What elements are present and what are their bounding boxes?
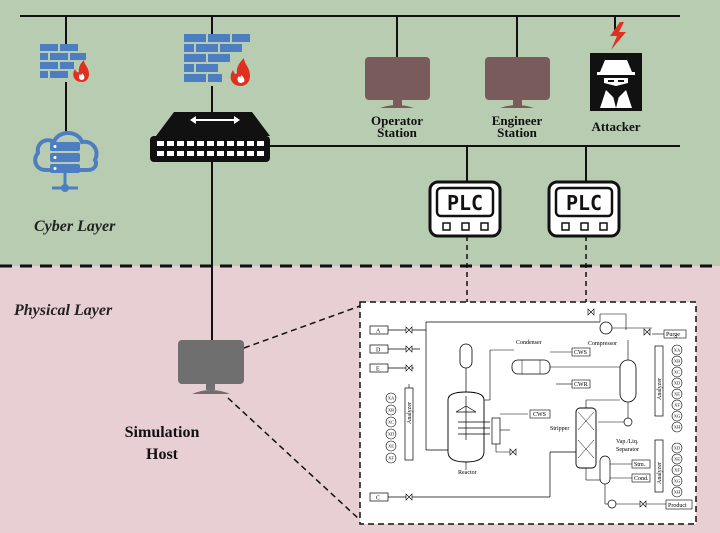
lightning-icon: [610, 22, 626, 50]
xmeas-left: [385, 392, 397, 464]
engineer-station-label: Engineer Station: [491, 113, 543, 140]
svg-text:XA: XA: [674, 348, 681, 353]
svg-text:XD: XD: [388, 432, 395, 437]
svg-text:CWS: CWS: [533, 412, 546, 418]
svg-text:XF: XF: [388, 456, 394, 461]
flame-icon: [73, 60, 89, 82]
svg-text:Compressor: Compressor: [588, 341, 617, 347]
svg-text:Vap./Liq.: Vap./Liq.: [616, 439, 639, 445]
plc-icon: [428, 180, 502, 238]
operator-station-label: Operator Station: [371, 113, 423, 140]
svg-text:D: D: [376, 348, 381, 354]
svg-text:XH: XH: [674, 425, 681, 430]
svg-text:XF: XF: [674, 468, 680, 473]
svg-text:XE: XE: [674, 457, 680, 462]
svg-text:Analyzer: Analyzer: [407, 402, 413, 424]
plc-label: PLC: [447, 191, 483, 215]
svg-text:XF: XF: [674, 403, 680, 408]
hacker-icon: [590, 53, 642, 111]
svg-text:CWR: CWR: [574, 382, 588, 388]
svg-text:Purge: Purge: [666, 332, 680, 338]
svg-text:CWS: CWS: [574, 350, 587, 356]
plc-icon: [547, 180, 621, 238]
firewall-icon: [184, 34, 250, 82]
svg-text:XD: XD: [674, 446, 681, 451]
monitor-icon: [178, 340, 244, 394]
attacker-label: Attacker: [591, 119, 641, 134]
svg-text:XE: XE: [674, 392, 680, 397]
monitor-icon: [365, 57, 430, 108]
svg-text:Stm.: Stm.: [634, 462, 646, 468]
cyber-layer-label: Cyber Layer: [34, 218, 116, 235]
svg-text:A: A: [376, 329, 381, 335]
svg-text:Separator: Separator: [616, 447, 639, 453]
svg-text:Stripper: Stripper: [550, 426, 569, 432]
svg-text:XC: XC: [674, 370, 680, 375]
svg-text:Product: Product: [668, 503, 687, 509]
svg-text:XC: XC: [388, 420, 394, 425]
svg-text:XG: XG: [674, 479, 681, 484]
svg-text:C: C: [376, 496, 380, 502]
monitor-icon: [485, 57, 550, 108]
svg-text:Analyzer: Analyzer: [657, 378, 663, 400]
physical-layer-label: Physical Layer: [14, 302, 113, 319]
svg-text:XA: XA: [388, 396, 395, 401]
network-switch-icon: [150, 112, 270, 162]
flame-icon: [230, 58, 250, 86]
svg-text:XH: XH: [674, 490, 681, 495]
plc-label: PLC: [566, 191, 602, 215]
cloud-server-icon: [33, 131, 99, 192]
svg-text:Analyzer: Analyzer: [657, 462, 663, 484]
process-diagram: A D E C Condenser Compressor Reactor Str…: [359, 301, 697, 525]
svg-text:E: E: [376, 367, 380, 373]
svg-text:Condenser: Condenser: [516, 340, 542, 346]
simulation-host-label: Simulation Host: [124, 424, 200, 463]
svg-text:Reactor: Reactor: [458, 470, 477, 476]
svg-text:Cond.: Cond.: [634, 476, 649, 482]
svg-text:XD: XD: [674, 381, 681, 386]
svg-text:XB: XB: [388, 408, 394, 413]
svg-text:XE: XE: [388, 444, 394, 449]
firewall-icon: [40, 44, 86, 78]
svg-text:XG: XG: [674, 414, 681, 419]
svg-text:XB: XB: [674, 359, 680, 364]
